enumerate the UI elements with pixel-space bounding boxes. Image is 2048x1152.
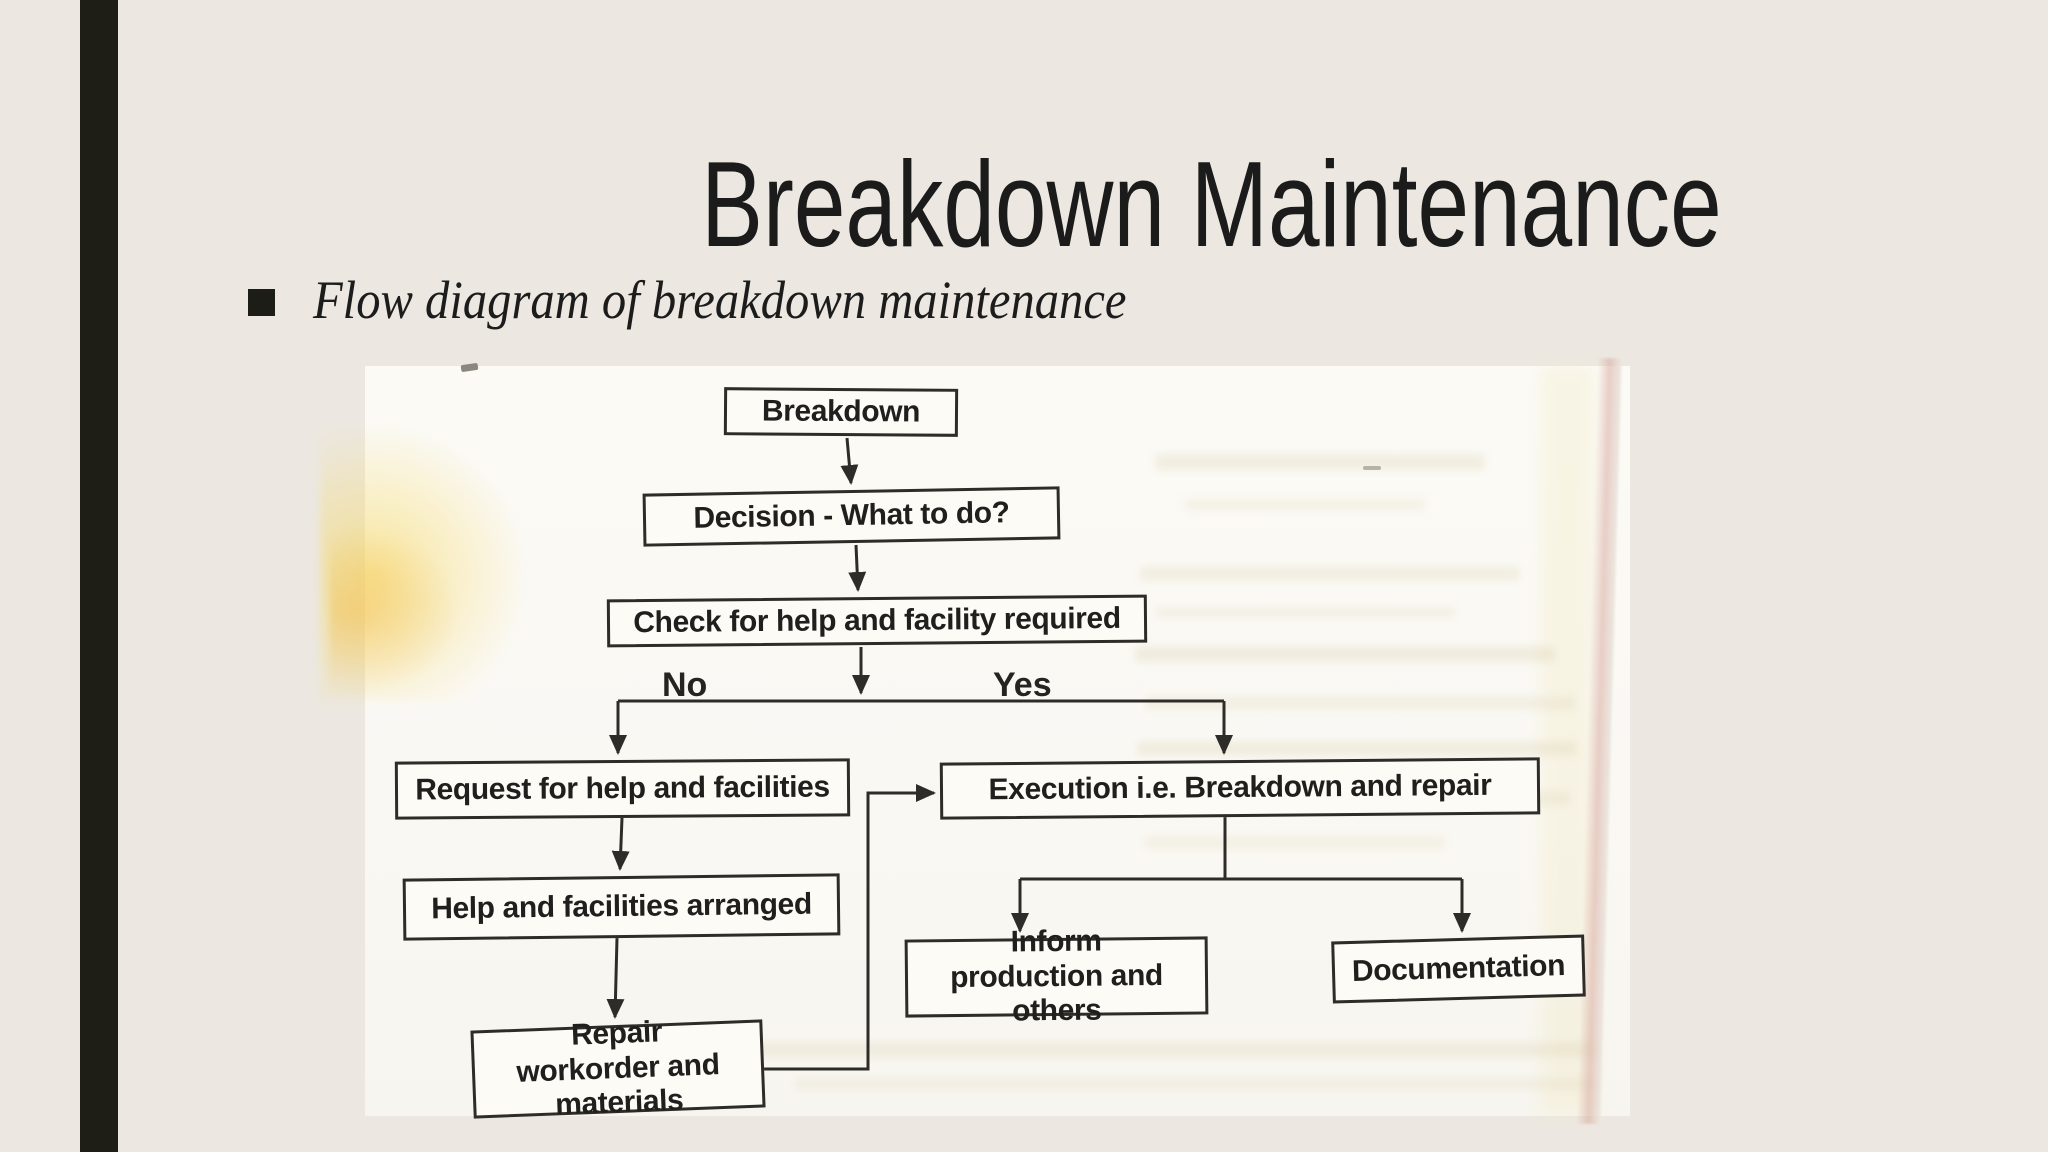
- page-title: Breakdown Maintenance: [540, 140, 1722, 268]
- edge-label-no: No: [662, 666, 708, 704]
- flowchart-node-breakdown: Breakdown: [723, 387, 959, 437]
- left-accent-bar: [80, 0, 118, 1152]
- bleedthrough-mark: [1155, 606, 1455, 619]
- page-title-text: Breakdown Maintenance: [701, 136, 1722, 272]
- node-label: Documentation: [1351, 948, 1566, 988]
- flowchart-node-decision: Decision - What to do?: [642, 486, 1061, 547]
- flowchart-node-repair: Repair workorder and materials: [470, 1016, 766, 1122]
- bleedthrough-mark: [1155, 454, 1485, 470]
- flowchart-node-inform: Inform production and others: [904, 925, 1209, 1028]
- flowchart-node-request: Request for help and facilities: [394, 758, 851, 820]
- flowchart-node-execution: Execution i.e. Breakdown and repair: [939, 757, 1541, 820]
- edge-label-yes: Yes: [993, 666, 1052, 704]
- bleedthrough-mark: [1140, 566, 1520, 581]
- node-label: Repair workorder and materials: [515, 1015, 721, 1122]
- bleedthrough-mark: [1145, 836, 1445, 849]
- node-label: Inform production and others: [949, 924, 1164, 1028]
- bleedthrough-mark: [1137, 741, 1577, 756]
- node-label: Request for help and facilities: [415, 770, 830, 807]
- bleedthrough-mark: [795, 1078, 1595, 1090]
- scan-mark: [1363, 466, 1381, 470]
- flowchart-connectors: [606, 437, 1471, 1071]
- flowchart-node-check: Check for help and facility required: [606, 594, 1148, 648]
- bleedthrough-mark: [1145, 696, 1575, 710]
- bullet-square-icon: [248, 289, 275, 316]
- scanned-flowchart-image: Breakdown Decision - What to do? Check f…: [320, 357, 1630, 1125]
- bleedthrough-mark: [695, 1042, 1595, 1057]
- node-label: Breakdown: [761, 394, 921, 429]
- node-label: Help and facilities arranged: [431, 887, 812, 926]
- bleedthrough-mark: [1185, 498, 1425, 511]
- bullet-row: Flow diagram of breakdown maintenance: [248, 268, 1217, 333]
- paper-stain: [320, 421, 530, 701]
- node-label: Execution i.e. Breakdown and repair: [988, 769, 1492, 807]
- node-label: Decision - What to do?: [693, 496, 1010, 536]
- paper-stain: [330, 526, 460, 696]
- flowchart-node-documentation: Documentation: [1331, 934, 1586, 1004]
- bullet-text: Flow diagram of breakdown maintenance: [313, 270, 1127, 330]
- flowchart-node-help: Help and facilities arranged: [402, 873, 841, 941]
- bleedthrough-mark: [1135, 646, 1555, 662]
- node-label: Check for help and facility required: [633, 601, 1121, 639]
